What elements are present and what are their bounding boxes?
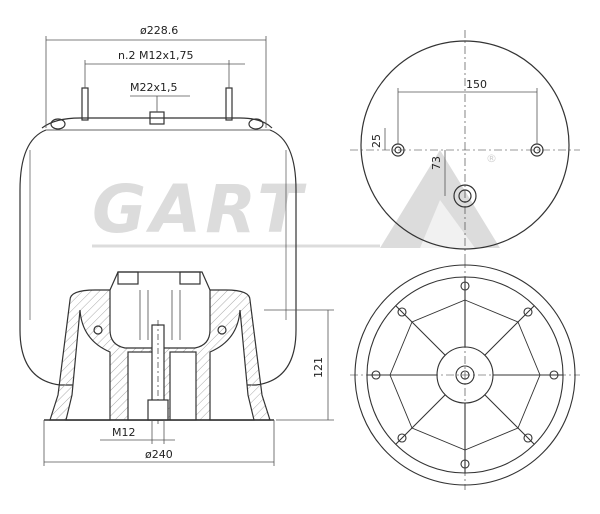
hole-ne [523,307,533,317]
top-dimensions [384,88,538,196]
label-fitting-offset: 73 [430,156,443,170]
hole-se [523,433,533,443]
bumper-right-block [179,271,201,285]
side-section-view [19,87,297,425]
top-stud-left-inner [394,146,402,154]
bottom-holes [371,281,559,469]
hole-sw [397,433,407,443]
rib-nw [395,305,446,356]
bumper-left-block [117,271,139,285]
bellows-right [220,129,297,386]
bottom-radial-ribs [367,277,563,473]
right-stud [225,87,233,121]
bottom-plan-view [350,260,580,490]
bumper-top [109,271,211,291]
label-bottom-thread: M12 [112,426,136,439]
bellows-left [19,129,95,386]
label-side-offset: 25 [370,134,383,148]
side-dimensions [43,36,334,466]
side-dimension-labels: ø228.6 n.2 M12x1,75 M22x1,5 121 M12 ø240 [112,24,325,461]
rib-ne [484,305,535,356]
bottom-thread-insert [147,399,169,421]
top-stud-right-inner [533,146,541,154]
left-stud [81,87,89,121]
label-mount-studs: n.2 M12x1,75 [118,49,193,62]
brand-watermark: GART ® [92,150,500,248]
top-air-fitting [453,184,477,208]
label-top-diameter: ø228.6 [140,24,178,37]
label-stud-spacing: 150 [466,78,487,91]
brand-triangle-cut [420,200,475,248]
label-bottom-diameter: ø240 [145,448,173,461]
rib-sw [395,394,446,445]
brand-watermark-text: GART [92,171,307,248]
hole-nw [397,307,407,317]
right-bead [217,325,227,335]
label-height: 121 [312,357,325,378]
left-crimp [50,118,66,130]
hole-e [549,370,559,380]
top-air-fitting-inner [458,189,472,203]
hole-s [460,459,470,469]
top-plate [41,117,273,129]
registered-mark: ® [486,152,497,165]
rib-se [484,394,535,445]
bottom-web-octagon [389,299,541,451]
right-crimp [248,118,264,130]
piston-center-right [169,351,197,421]
top-plan-view [350,30,580,260]
left-bead [93,325,103,335]
label-air-fitting: M22x1,5 [130,81,178,94]
top-dimension-labels: 150 25 73 [370,78,487,170]
brand-triangle-logo [380,150,500,248]
hole-w [371,370,381,380]
hole-n [460,281,470,291]
